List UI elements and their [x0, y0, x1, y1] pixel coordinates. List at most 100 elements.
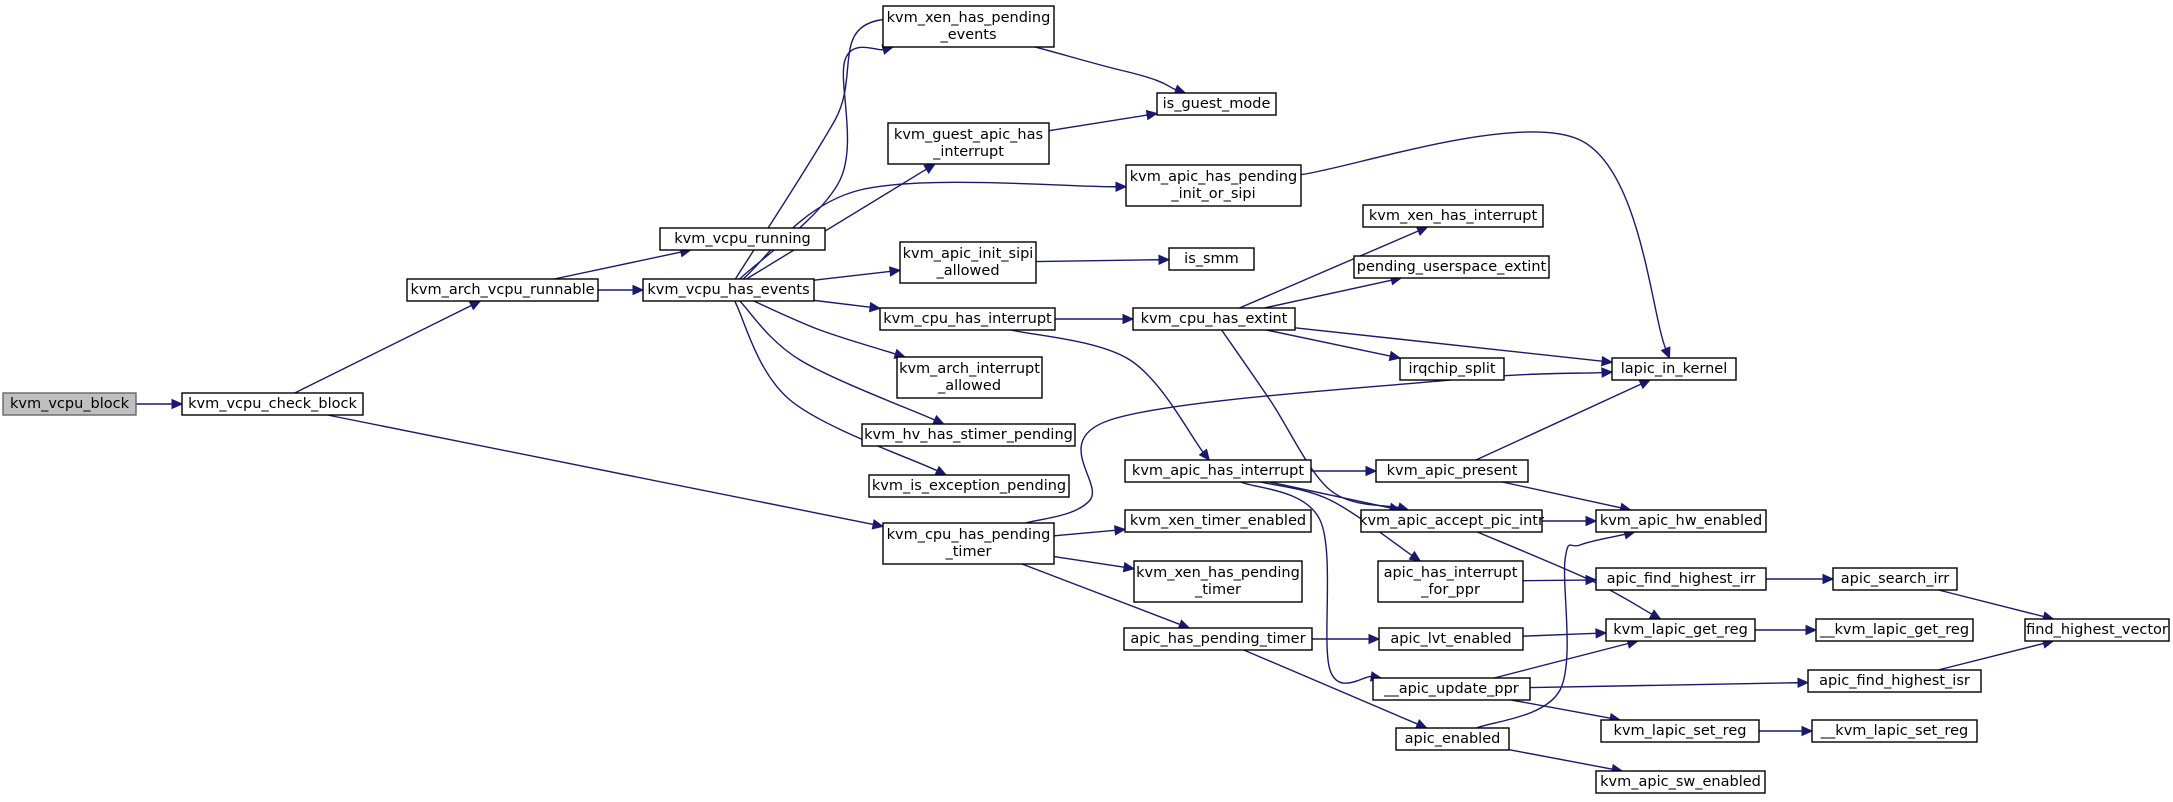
edge-arrowhead	[1122, 313, 1135, 325]
edge-arrowhead	[1600, 355, 1614, 367]
edge-line	[1494, 642, 1629, 679]
edge-line	[746, 168, 927, 280]
edge-apic_has_interrupt_for_ppr-to-apic_find_highest_irr	[1522, 574, 1598, 586]
node-apic_enabled[interactable]: apic_enabled	[1395, 727, 1510, 751]
node-box	[882, 522, 1055, 565]
node-label: is_smm	[1184, 251, 1239, 267]
node-__apic_update_ppr[interactable]: __apic_update_ppr	[1372, 677, 1531, 701]
node-box	[882, 5, 1055, 48]
node-kvm_apic_has_interrupt[interactable]: kvm_apic_has_interrupt	[1124, 459, 1312, 483]
node-label: kvm_apic_hw_enabled	[1600, 513, 1762, 529]
edge-kvm_apic_has_interrupt-to-kvm_apic_present	[1311, 465, 1378, 477]
node-label: kvm_xen_has_pending	[887, 10, 1051, 26]
node-kvm_apic_has_pending_init_or_sipi[interactable]: kvm_apic_has_pending_init_or_sipi	[1125, 164, 1302, 207]
node-kvm_cpu_has_extint[interactable]: kvm_cpu_has_extint	[1132, 307, 1296, 331]
edge-kvm_vcpu_block-to-kvm_vcpu_check_block	[136, 398, 184, 410]
node-pending_userspace_extint[interactable]: pending_userspace_extint	[1353, 255, 1550, 279]
node-find_highest_vector[interactable]: find_highest_vector	[2024, 618, 2170, 642]
node-kvm_cpu_has_interrupt[interactable]: kvm_cpu_has_interrupt	[879, 307, 1056, 331]
edge-line	[1508, 748, 1613, 770]
edge-line	[554, 251, 682, 280]
node-kvm_arch_interrupt_allowed[interactable]: kvm_arch_interrupt_allowed	[896, 356, 1043, 399]
node-box	[1811, 719, 1978, 743]
node-box	[861, 423, 1076, 447]
edge-kvm_cpu_has_extint-to-lapic_in_kernel	[1294, 327, 1614, 367]
edge-arrowhead	[1595, 628, 1608, 639]
edge-line	[1476, 533, 1626, 729]
node-apic_find_highest_isr[interactable]: apic_find_highest_isr	[1807, 669, 1982, 693]
node-box	[1595, 567, 1767, 591]
edge-line	[1048, 114, 1148, 132]
node-lapic_in_kernel[interactable]: lapic_in_kernel	[1611, 357, 1737, 381]
edge-line	[1502, 481, 1621, 509]
node-kvm_lapic_get_reg[interactable]: kvm_lapic_get_reg	[1605, 618, 1756, 642]
node-kvm_vcpu_block[interactable]: kvm_vcpu_block	[2, 392, 137, 416]
node-apic_find_highest_irr[interactable]: apic_find_highest_irr	[1595, 567, 1767, 591]
node-apic_has_pending_timer[interactable]: apic_has_pending_timer	[1123, 627, 1313, 651]
edge-arrowhead	[1601, 367, 1614, 378]
edge-kvm_arch_vcpu_runnable-to-kvm_vcpu_has_events	[598, 284, 645, 296]
node-kvm_apic_init_sipi_allowed[interactable]: kvm_apic_init_sipi_allowed	[899, 241, 1037, 284]
node-label: apic_search_irr	[1841, 571, 1949, 587]
node-kvm_vcpu_has_events[interactable]: kvm_vcpu_has_events	[642, 278, 815, 302]
edge-arrowhead	[1638, 379, 1652, 390]
edge-kvm_cpu_has_pending_timer-to-kvm_xen_has_pending_timer	[1053, 555, 1136, 573]
node-kvm_xen_timer_enabled[interactable]: kvm_xen_timer_enabled	[1124, 509, 1312, 533]
node-__kvm_lapic_get_reg[interactable]: __kvm_lapic_get_reg	[1815, 618, 1974, 642]
node-kvm_vcpu_running[interactable]: kvm_vcpu_running	[659, 227, 826, 251]
node-apic_has_interrupt_for_ppr[interactable]: apic_has_interrupt_for_ppr	[1377, 560, 1524, 603]
node-kvm_arch_vcpu_runnable[interactable]: kvm_arch_vcpu_runnable	[406, 278, 599, 302]
node-kvm_xen_has_pending_events[interactable]: kvm_xen_has_pending_events	[882, 5, 1055, 48]
node-box	[887, 122, 1050, 165]
node-kvm_guest_apic_has_interrupt[interactable]: kvm_guest_apic_has_interrupt	[887, 122, 1050, 165]
edge-line	[327, 414, 874, 526]
node-kvm_apic_sw_enabled[interactable]: kvm_apic_sw_enabled	[1595, 770, 1766, 794]
edge-arrowhead	[468, 300, 482, 311]
edge-arrowhead	[171, 398, 184, 410]
node-irqchip_split[interactable]: irqchip_split	[1399, 357, 1505, 381]
edge-kvm_cpu_has_extint-to-irqchip_split	[1266, 329, 1402, 362]
edge-__apic_update_ppr-to-apic_find_highest_isr	[1529, 677, 1810, 689]
node-apic_search_irr[interactable]: apic_search_irr	[1832, 567, 1958, 591]
node-box	[1353, 255, 1550, 279]
edge-arrowhead	[1414, 719, 1428, 729]
edge-arrowhead	[1115, 181, 1128, 193]
node-label: kvm_cpu_has_extint	[1141, 311, 1288, 327]
node-apic_lvt_enabled[interactable]: apic_lvt_enabled	[1378, 627, 1524, 651]
edge-line	[1266, 329, 1391, 357]
node-kvm_lapic_set_reg[interactable]: kvm_lapic_set_reg	[1600, 719, 1760, 743]
node-kvm_apic_present[interactable]: kvm_apic_present	[1375, 459, 1529, 483]
node-label: kvm_guest_apic_has	[894, 127, 1043, 143]
node-kvm_xen_has_pending_timer[interactable]: kvm_xen_has_pending_timer	[1133, 560, 1303, 603]
node-is_smm[interactable]: is_smm	[1168, 247, 1255, 271]
node-kvm_cpu_has_pending_timer[interactable]: kvm_cpu_has_pending_timer	[882, 522, 1055, 565]
node-box	[1395, 727, 1510, 751]
edge-apic_enabled-to-kvm_apic_sw_enabled	[1508, 748, 1624, 775]
node-label: _timer	[1194, 582, 1241, 598]
node-__kvm_lapic_set_reg[interactable]: __kvm_lapic_set_reg	[1811, 719, 1978, 743]
node-kvm_hv_has_stimer_pending[interactable]: kvm_hv_has_stimer_pending	[861, 423, 1076, 447]
node-label: _interrupt	[932, 144, 1004, 160]
edge-line	[1239, 230, 1419, 309]
node-is_guest_mode[interactable]: is_guest_mode	[1156, 92, 1277, 116]
node-label: kvm_xen_has_interrupt	[1369, 208, 1538, 224]
node-kvm_xen_has_interrupt[interactable]: kvm_xen_has_interrupt	[1362, 204, 1544, 228]
node-kvm_vcpu_check_block[interactable]: kvm_vcpu_check_block	[181, 392, 364, 416]
node-kvm_is_exception_pending[interactable]: kvm_is_exception_pending	[868, 474, 1070, 498]
edge-kvm_vcpu_check_block-to-kvm_arch_vcpu_runnable	[294, 300, 482, 394]
node-box	[1132, 307, 1296, 331]
node-box	[1595, 509, 1767, 533]
node-kvm_apic_hw_enabled[interactable]: kvm_apic_hw_enabled	[1595, 509, 1767, 533]
node-label: is_guest_mode	[1163, 96, 1271, 112]
node-label: kvm_cpu_has_pending	[887, 527, 1051, 543]
node-box	[1807, 669, 1982, 693]
edge-kvm_lapic_get_reg-to-__kvm_lapic_get_reg	[1755, 624, 1818, 636]
node-box	[181, 392, 364, 416]
edge-line	[813, 270, 891, 281]
edge-line	[1240, 481, 1372, 684]
edge-arrowhead	[632, 284, 645, 296]
node-kvm_apic_accept_pic_intr[interactable]: kvm_apic_accept_pic_intr	[1359, 509, 1544, 533]
node-label: kvm_arch_vcpu_runnable	[410, 282, 594, 298]
node-label: _allowed	[937, 378, 1001, 394]
node-label: kvm_apic_present	[1387, 463, 1518, 479]
